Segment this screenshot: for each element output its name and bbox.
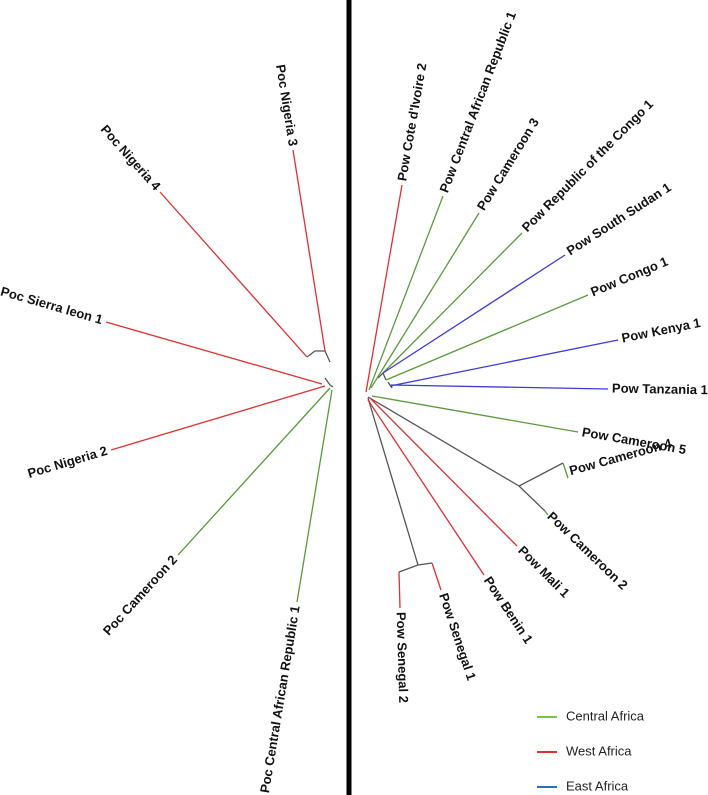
legend-label-west-africa: West Africa [566, 743, 632, 758]
left-root-edge [329, 384, 334, 388]
branch-poc-nigeria-3 [292, 149, 326, 352]
leaf-label-pow-cote-d-ivoire-2: Pow Cote d'Ivoire 2 [394, 62, 429, 182]
branch-pow-cameroon-3 [370, 212, 480, 389]
branch-poc-central-african-republic-1 [296, 389, 333, 603]
branch-pow-congo-1 [385, 294, 589, 381]
legend-label-east-africa: East Africa [566, 778, 629, 793]
branch-pow-tanzania-1 [390, 384, 609, 390]
leaf-label-pow-congo-1: Pow Congo 1 [588, 254, 670, 300]
branch-poc-sierra-leon-1 [105, 321, 323, 385]
leaf-label-pow-kenya-1: Pow Kenya 1 [620, 315, 702, 346]
leaf-label-pow-south-sudan-1: Pow South Sudan 1 [564, 180, 674, 259]
leaf-label-poc-central-african-republic-1: Poc Central African Republic 1 [257, 605, 303, 794]
branch-pow-republic-of-the-congo-1 [382, 232, 523, 374]
right-cameroon-clade [517, 462, 564, 512]
branch-poc-nigeria-4 [159, 191, 308, 358]
leaf-label-pow-senegal-2: Pow Senegal 2 [394, 612, 412, 703]
branch-pow-cameroon-2 [544, 510, 549, 516]
tree-edges [105, 149, 619, 609]
branch-pow-senegal-1 [431, 562, 442, 591]
branch-pow-senegal-2 [398, 571, 401, 609]
branch-pow-south-sudan-1 [382, 254, 566, 374]
branch-pow-cameroon-5 [371, 395, 579, 433]
leaf-label-poc-nigeria-2: Poc Nigeria 2 [26, 443, 109, 481]
branch-pow-kenya-1 [389, 339, 619, 387]
branch-poc-nigeria-2 [110, 385, 326, 451]
right-senegal-stem [367, 397, 419, 566]
leaf-label-pow-tanzania-1: Pow Tanzania 1 [612, 381, 708, 398]
branch-poc-cameroon-2 [177, 387, 331, 556]
leaf-label-poc-nigeria-4: Poc Nigeria 4 [98, 122, 165, 194]
branch-pow-cameroon-4 [562, 462, 569, 479]
leaf-label-pow-cameroon-3: Pow Cameroon 3 [474, 115, 542, 213]
right-cameroon-stem [367, 396, 520, 487]
left-internal-edge [324, 377, 331, 386]
leaf-label-pow-benin-1: Pow Benin 1 [481, 574, 536, 647]
leaf-label-poc-nigeria-3: Poc Nigeria 3 [273, 63, 301, 147]
leaf-label-poc-cameroon-2: Poc Cameroon 2 [100, 552, 180, 638]
leaf-label-pow-senegal-1: Pow Senegal 1 [436, 591, 479, 682]
leaf-label-poc-sierra-leon-1: Poc Sierra leon 1 [0, 284, 105, 328]
branch-pow-cote-d-ivoire-2 [365, 184, 403, 393]
branch-pow-central-african-republic-1 [368, 195, 444, 391]
branch-pow-benin-1 [367, 399, 485, 576]
left-nigeria-clade [306, 350, 331, 363]
leaf-label-pow-mali-1: Pow Mali 1 [515, 543, 572, 601]
branch-pow-mali-1 [369, 397, 518, 547]
tree-labels: Poc Nigeria 3 Poc Nigeria 4 Poc Sierra leo… [0, 9, 708, 794]
right-senegal-clade [398, 562, 433, 573]
legend-label-central-africa: Central Africa [566, 708, 645, 723]
